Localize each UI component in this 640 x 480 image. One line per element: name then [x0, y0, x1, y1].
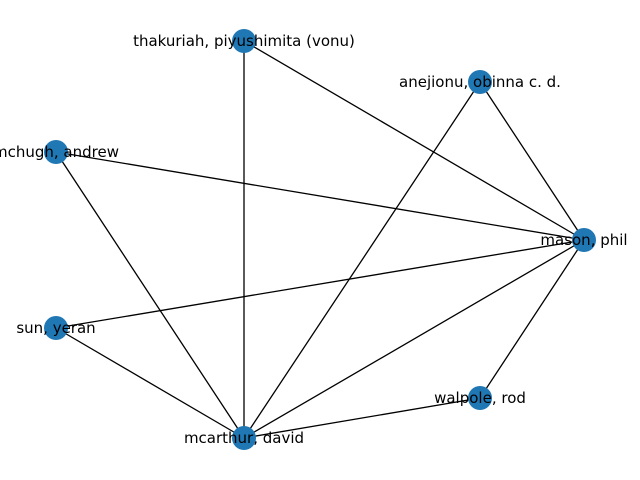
edge-thakuriah-mason: [243, 40, 585, 241]
node-label-mchugh: mchugh, andrew: [0, 143, 119, 161]
edge-mason-walpole: [479, 239, 585, 399]
node-mcarthur: [232, 426, 256, 450]
node-mchugh: [44, 140, 68, 164]
node-sun: [44, 316, 68, 340]
edge-anejionu-mcarthur: [243, 81, 481, 439]
node-thakuriah: [232, 29, 256, 53]
edge-mchugh-mason: [55, 151, 585, 241]
node-label-sun: sun, yeran: [16, 319, 95, 337]
node-label-walpole: walpole, rod: [434, 389, 526, 407]
node-label-mason: mason, phil: [540, 231, 627, 249]
edges-layer: [55, 40, 585, 439]
edge-anejionu-mason: [479, 81, 585, 241]
node-anejionu: [468, 70, 492, 94]
node-label-thakuriah: thakuriah, piyushimita (vonu): [133, 32, 355, 50]
edge-mason-sun: [55, 239, 585, 329]
node-label-anejionu: anejionu, obinna c. d.: [399, 73, 561, 91]
labels-layer: thakuriah, piyushimita (vonu) anejionu, o…: [0, 32, 628, 447]
node-label-mcarthur: mcarthur, david: [184, 429, 304, 447]
edge-mason-mcarthur: [243, 239, 585, 439]
nodes-layer: [44, 29, 596, 450]
node-walpole: [468, 386, 492, 410]
edge-sun-mcarthur: [55, 327, 245, 439]
node-mason: [572, 228, 596, 252]
edge-walpole-mcarthur: [243, 397, 481, 439]
edge-mchugh-mcarthur: [55, 151, 245, 439]
